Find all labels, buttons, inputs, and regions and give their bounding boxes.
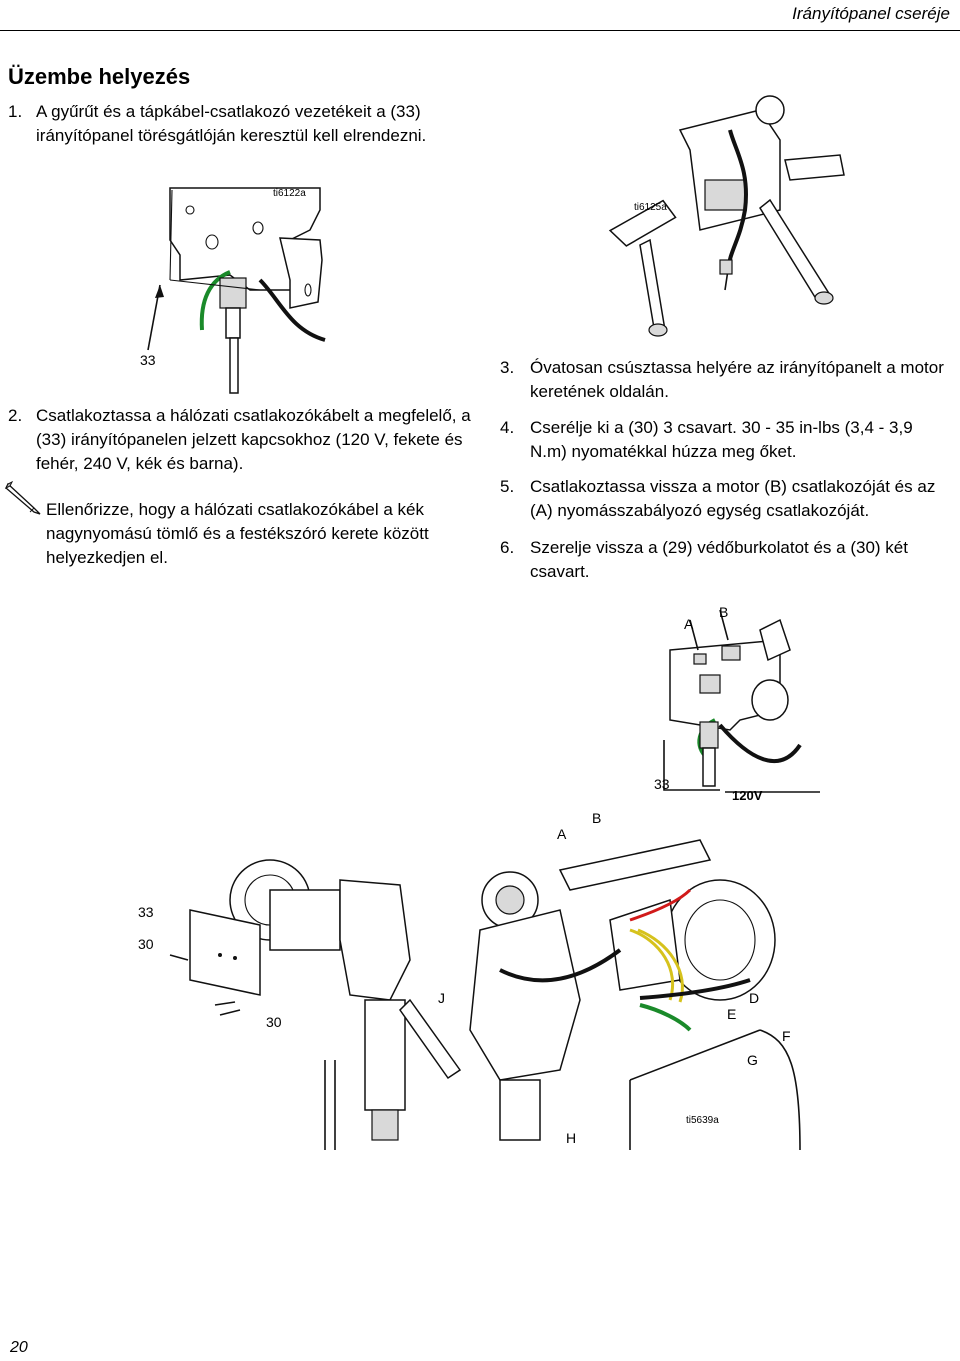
figure-2-id: ti6125a (634, 202, 667, 213)
step-1: 1. A gyűrűt és a tápkábel-csatlakozó vez… (8, 100, 478, 148)
figure-4-callout-30-top: 30 (138, 936, 154, 952)
figure-4-callout-h: H (566, 1130, 577, 1146)
step-4: 4. Cserélje ki a (30) 3 csavart. 30 - 35… (500, 416, 950, 464)
step-1-text: A gyűrűt és a tápkábel-csatlakozó vezeté… (36, 102, 427, 145)
step-3-number: 3. (500, 358, 515, 377)
step-4-number: 4. (500, 418, 515, 437)
step-5-text: Csatlakoztassa vissza a motor (B) csatla… (530, 477, 936, 520)
step-5: 5. Csatlakoztassa vissza a motor (B) csa… (500, 475, 955, 523)
figure-4-callout-30-bottom: 30 (266, 1014, 282, 1030)
note-text: Ellenőrizze, hogy a hálózati csatlakozók… (46, 500, 429, 567)
figure-3-callout-33: 33 (654, 776, 670, 792)
step-2: 2. Csatlakoztassa a hálózati csatlakozók… (8, 404, 478, 476)
figure-4-callout-a: A (557, 826, 567, 842)
figure-sprayer-assembly (169, 839, 801, 1151)
figure-strain-relief (147, 187, 326, 394)
header-rule (0, 30, 960, 31)
figure-cart-cord (608, 95, 845, 337)
figure-4-callout-e: E (727, 1006, 737, 1022)
step-4-text: Cserélje ki a (30) 3 csavart. 30 - 35 in… (530, 418, 913, 461)
figure-4-id: ti5639a (686, 1115, 719, 1126)
step-2-number: 2. (8, 406, 23, 425)
section-title: Üzembe helyezés (8, 64, 191, 89)
figure-3-callout-120v: 120V (732, 788, 763, 803)
step-3-text: Óvatosan csúsztassa helyére az irányítóp… (530, 358, 944, 401)
step-2-text: Csatlakoztassa a hálózati csatlakozókábe… (36, 406, 471, 473)
step-6-text: Szerelje vissza a (29) védőburkolatot és… (530, 538, 908, 581)
figure-1-callout-33: 33 (140, 352, 156, 368)
figure-4-callout-33: 33 (138, 904, 154, 920)
step-1-number: 1. (8, 102, 23, 121)
running-header: Irányítópanel cseréje (792, 4, 950, 23)
figure-4-callout-g: G (747, 1052, 758, 1068)
page-number: 20 (10, 1339, 28, 1356)
step-6: 6. Szerelje vissza a (29) védőburkolatot… (500, 536, 950, 584)
step-5-number: 5. (500, 477, 515, 496)
step-3: 3. Óvatosan csúsztassa helyére az irányí… (500, 356, 950, 404)
figure-3-callout-a: A (684, 616, 694, 632)
figure-4-callout-b: B (592, 810, 602, 826)
figure-4-callout-d: D (749, 990, 760, 1006)
figure-1-id: ti6122a (273, 188, 306, 199)
figure-3-callout-b: B (719, 604, 729, 620)
pencil-note-icon (4, 480, 41, 515)
figure-4-callout-j: J (438, 990, 445, 1006)
figure-board-connectors (663, 609, 820, 793)
figure-4-callout-f: F (782, 1028, 791, 1044)
step-6-number: 6. (500, 538, 515, 557)
